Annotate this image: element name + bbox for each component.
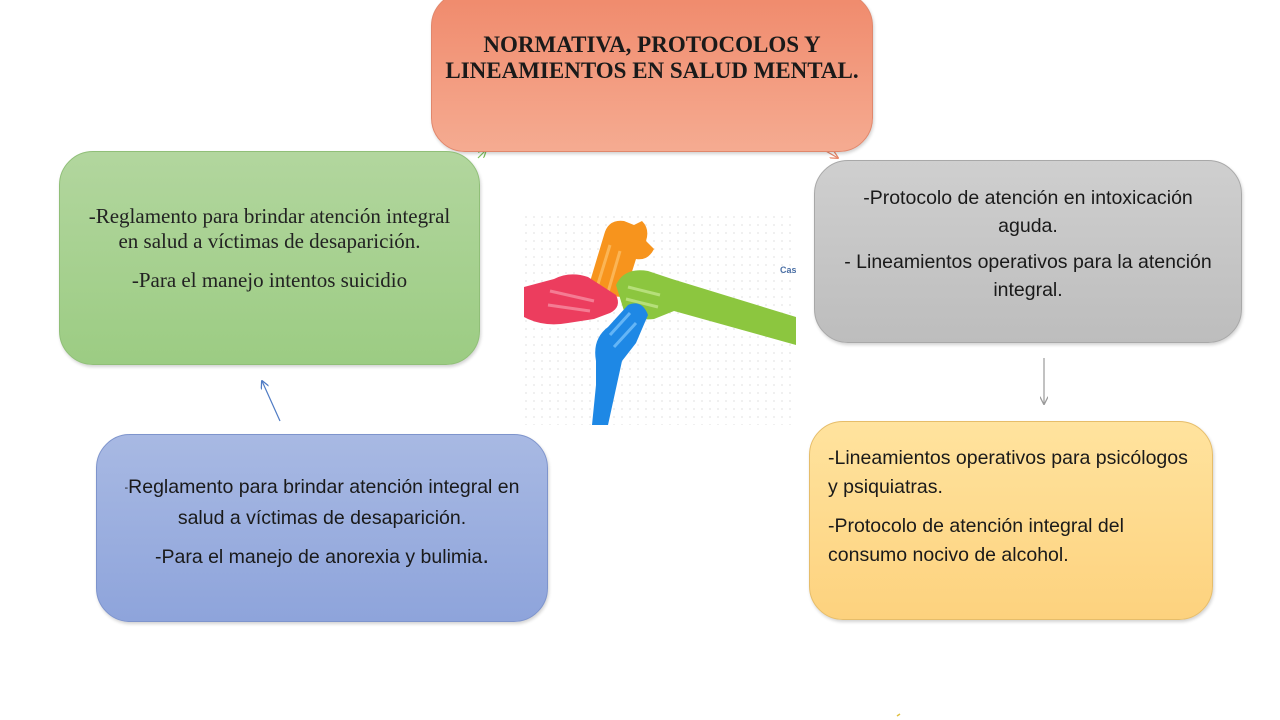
hands-illustration: Cas [524,215,796,425]
gray-line-2: - Lineamientos operativos para la atenci… [844,250,1212,301]
title-text: NORMATIVA, PROTOCOLOS Y LINEAMIENTOS EN … [445,32,859,83]
green-line-1: -Reglamento para brindar atención integr… [88,203,451,253]
blue-dash: - [124,481,129,494]
title-box: NORMATIVA, PROTOCOLOS Y LINEAMIENTOS EN … [431,0,873,152]
blue-box: -Reglamento para brindar atención integr… [96,434,548,622]
blue-line-2-wrap: -Para el manejo de anorexia y bulimia. [155,541,489,572]
blue-line-2: -Para el manejo de anorexia y bulimia [154,545,483,568]
red-hand-icon [524,274,618,325]
blue-line-1-wrap: -Reglamento para brindar atención integr… [113,472,531,533]
gray-line-1: -Protocolo de atención en intoxicación a… [863,186,1193,237]
blue-hand-icon [592,303,648,425]
yellow-line-1: -Lineamientos operativos para psicólogos… [828,446,1188,498]
yellow-box: -Lineamientos operativos para psicólogos… [809,421,1213,620]
green-line-2: -Para el manejo intentos suicidio [131,267,408,292]
logo-text: Cas [780,265,796,275]
blue-dot: . [482,541,489,569]
arrow-blue-to-green [262,381,281,422]
gray-box: -Protocolo de atención en intoxicación a… [814,160,1242,343]
blue-line-1: Reglamento para brindar atención integra… [128,476,520,529]
yellow-line-2: -Protocolo de atención integral del cons… [828,514,1124,566]
small-mark [896,713,901,717]
green-box: -Reglamento para brindar atención integr… [59,151,480,365]
green-hand-icon [616,270,796,345]
